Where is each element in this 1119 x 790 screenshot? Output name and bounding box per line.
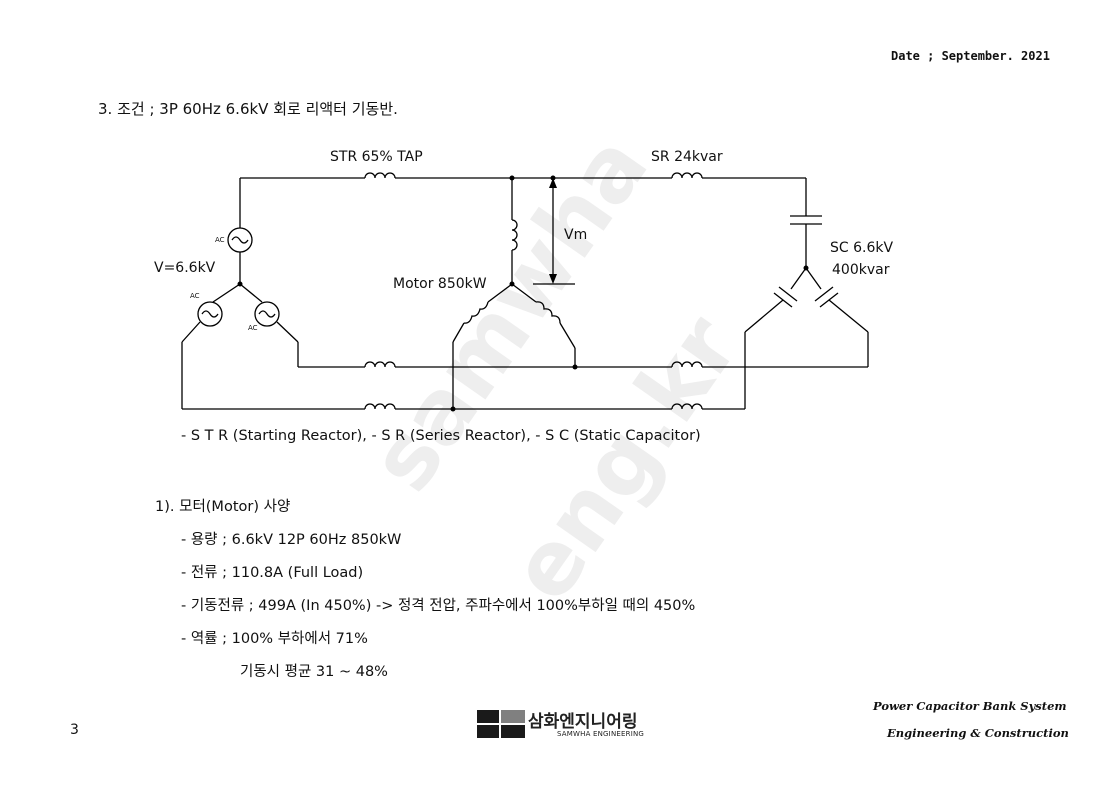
motor-label: Motor 850kW — [393, 276, 487, 292]
str-reactor-bottom — [364, 403, 396, 410]
junction-dot — [572, 364, 578, 370]
spec-item-power-factor: - 역률 ; 100% 부하에서 71% — [181, 631, 368, 647]
sr-reactor-bottom — [671, 403, 703, 410]
footer-line-2: Engineering & Construction — [887, 726, 1069, 740]
ac-label-top: AC — [215, 236, 225, 244]
junction-dot — [509, 281, 515, 287]
sr-label: SR 24kvar — [651, 149, 723, 165]
motor-winding-top — [511, 219, 518, 251]
ac-source-left — [197, 301, 223, 327]
logo-english-text: SAMWHA ENGINEERING — [557, 730, 645, 738]
motor-winding-right — [535, 301, 561, 324]
page-number: 3 — [70, 722, 79, 738]
vm-arrow-down — [549, 274, 557, 284]
junction-dot — [803, 265, 809, 271]
sc-label-line-2: 400kvar — [832, 262, 890, 278]
str-reactor-middle — [364, 361, 396, 368]
junction-dot — [550, 175, 556, 181]
junction-dot — [450, 406, 456, 412]
spec-item-current: - 전류 ; 110.8A (Full Load) — [181, 565, 364, 581]
sc-cap-right-plate-1 — [814, 286, 834, 302]
sr-reactor-top — [671, 172, 703, 179]
date-label: Date ; September. 2021 — [891, 49, 1050, 63]
motor-spec-title: 1). 모터(Motor) 사양 — [155, 499, 291, 515]
footer-line-1: Power Capacitor Bank System — [873, 699, 1067, 713]
ac-label-left: AC — [190, 292, 200, 300]
vm-label: Vm — [564, 227, 588, 243]
logo-korean-text: 삼화엔지니어링 — [528, 712, 638, 732]
legend-text: - S T R (Starting Reactor), - S R (Serie… — [181, 428, 701, 444]
ac-source-right — [254, 301, 280, 327]
motor-winding-left — [463, 301, 489, 324]
spec-item-capacity: - 용량 ; 6.6kV 12P 60Hz 850kW — [181, 532, 402, 548]
vm-arrow-up — [549, 178, 557, 188]
spec-item-starting-current: - 기동전류 ; 499A (In 450%) -> 정격 전압, 주파수에서 … — [181, 598, 696, 614]
logo-mark-icon — [477, 710, 525, 738]
sr-reactor-middle — [671, 361, 703, 368]
str-label: STR 65% TAP — [330, 149, 423, 165]
section-heading: 3. 조건 ; 3P 60Hz 6.6kV 회로 리액터 기동반. — [98, 100, 398, 118]
company-logo — [477, 710, 642, 740]
spec-item-starting-average: 기동시 평균 31 ~ 48% — [240, 664, 388, 680]
source-voltage-label: V=6.6kV — [154, 260, 216, 276]
junction-dot — [509, 175, 515, 181]
ac-label-right: AC — [248, 324, 258, 332]
junction-dot — [237, 281, 243, 287]
sc-cap-left-plate-1 — [778, 286, 798, 302]
str-reactor-top — [364, 172, 396, 179]
sc-label-line-1: SC 6.6kV — [830, 240, 894, 256]
